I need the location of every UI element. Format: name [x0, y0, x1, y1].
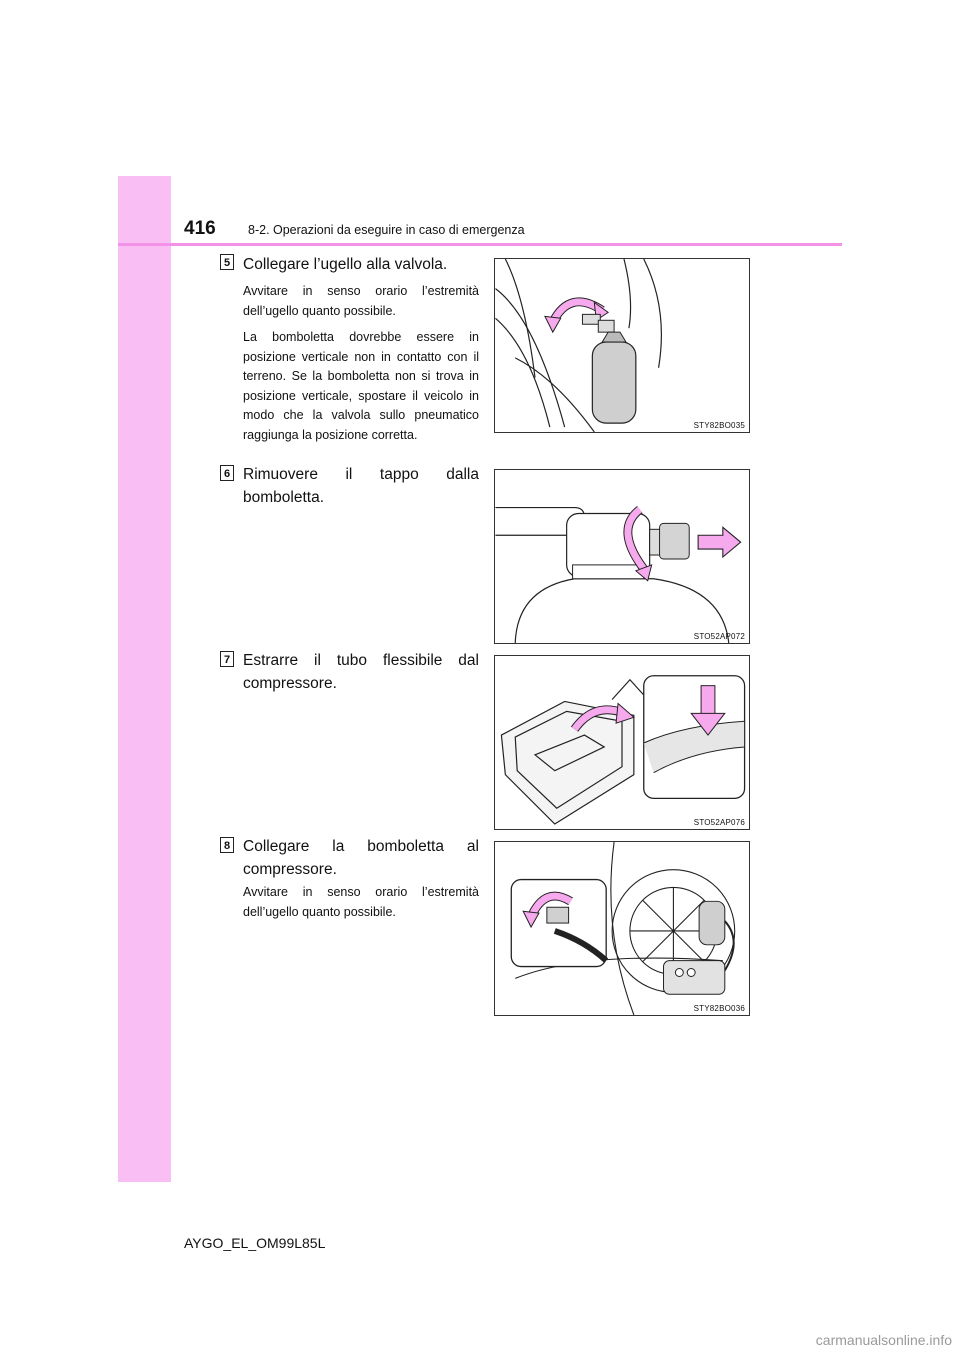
step-7-title-line-1: Estrarre il tubo flessibile dal	[243, 652, 479, 669]
step-badge-6: 6	[220, 465, 234, 481]
step-6-title-line-2: bomboletta.	[243, 489, 324, 506]
step-8-body: Avvitare in senso orario l’estremità del…	[243, 883, 479, 929]
step-badge-5: 5	[220, 254, 234, 270]
step-5-title: Collegare l’ugello alla valvola.	[243, 256, 448, 273]
figure-remove-cap: STO52AP072	[494, 469, 750, 644]
step-badge-7: 7	[220, 651, 234, 667]
step-8-title-line-2: compressore.	[243, 861, 337, 878]
remove-cap-illustration	[495, 506, 742, 643]
step-5-body: Avvitare in senso orario l’estremità del…	[243, 282, 479, 452]
step-7-title-line-2: compressore.	[243, 675, 337, 692]
figure-extract-hose: STO52AP076	[494, 655, 750, 830]
step-6-title: Rimuovere il tappo dalla bomboletta.	[243, 463, 479, 509]
figure-connect-compressor: STY82BO036	[494, 841, 750, 1016]
step-8-paragraph-1: Avvitare in senso orario l’estremità del…	[243, 885, 479, 919]
page-number: 416	[184, 218, 216, 239]
figure-code: STY82BO036	[693, 1004, 745, 1013]
watermark-link[interactable]: carmanualsonline.info	[815, 1332, 952, 1348]
step-5-paragraph-2: La bomboletta dovrebbe essere in posizio…	[243, 330, 479, 442]
header-rule	[118, 243, 842, 246]
step-8-title-line-1: Collegare la bomboletta al	[243, 838, 479, 855]
connect-compressor-illustration	[510, 842, 736, 1015]
figure-code: STO52AP072	[693, 632, 745, 641]
figure-code: STY82BO035	[693, 421, 745, 430]
section-title: 8-2. Operazioni da eseguire in caso di e…	[248, 223, 525, 237]
step-6-title-line-1: Rimuovere il tappo dalla	[243, 466, 479, 483]
pink-side-tab	[118, 176, 171, 1182]
step-5-paragraph-1: Avvitare in senso orario l’estremità del…	[243, 284, 479, 318]
footer-doc-code: AYGO_EL_OM99L85L	[184, 1235, 326, 1251]
step-7-title: Estrarre il tubo flessibile dal compress…	[243, 649, 479, 695]
nozzle-valve-illustration	[495, 259, 662, 432]
figure-code: STO52AP076	[693, 818, 745, 827]
extract-hose-illustration	[500, 675, 746, 825]
step-badge-8: 8	[220, 837, 234, 853]
step-8-title: Collegare la bomboletta al compressore.	[243, 835, 479, 881]
figure-nozzle-to-valve: STY82BO035	[494, 258, 750, 433]
